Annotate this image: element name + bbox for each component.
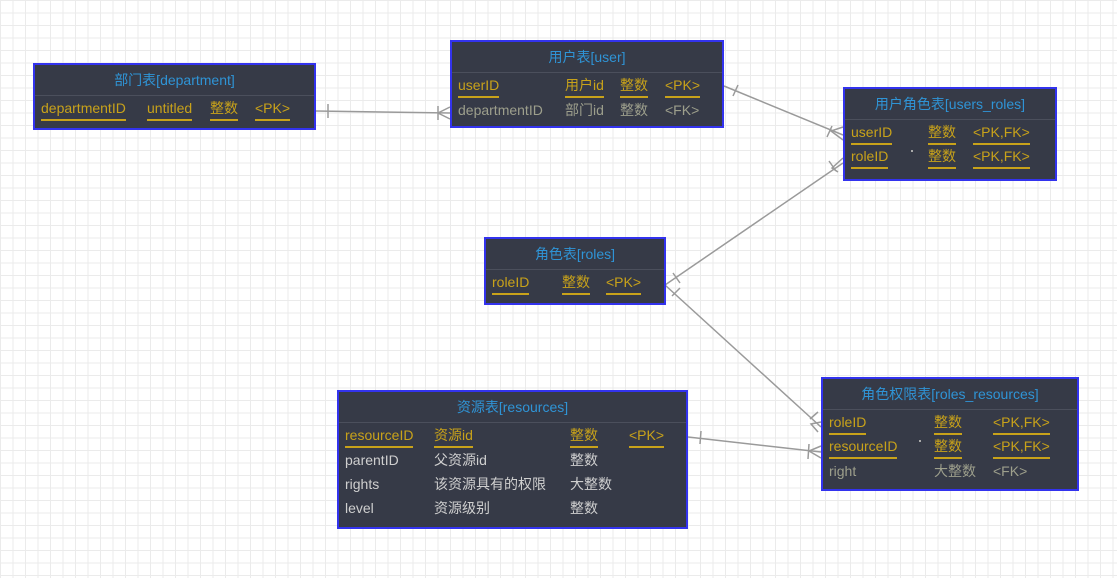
- field-name: userID: [851, 122, 893, 145]
- entity-title: 用户表[user]: [452, 42, 722, 73]
- entity-title: 部门表[department]: [35, 65, 314, 96]
- field-type: 整数: [620, 75, 648, 98]
- field-row[interactable]: level 资源级别 整数: [345, 497, 686, 521]
- field-type: 整数: [570, 452, 598, 468]
- entity-title: 用户角色表[users_roles]: [845, 89, 1055, 120]
- field-comment: 资源id: [434, 425, 473, 448]
- field-type: 整数: [620, 102, 648, 118]
- field-row[interactable]: userID 用户id 整数 <PK>: [458, 75, 722, 99]
- field-row[interactable]: roleID 整数 <PK>: [492, 272, 664, 296]
- field-row[interactable]: parentID 父资源id 整数: [345, 449, 686, 473]
- entity-title: 角色表[roles]: [486, 239, 664, 270]
- many-marker: [809, 411, 822, 433]
- field-comment: untitled: [147, 98, 193, 121]
- field-row[interactable]: rights 该资源具有的权限 大整数: [345, 473, 686, 497]
- entity-user[interactable]: 用户表[user] userID 用户id 整数 <PK> department…: [450, 40, 724, 128]
- field-key: <FK>: [665, 102, 700, 118]
- field-name: roleID: [492, 272, 530, 295]
- field-row[interactable]: roleID 整数 <PK,FK>: [829, 412, 1077, 436]
- field-comment: 资源级别: [434, 500, 490, 516]
- relationship-roles-roles-resources[interactable]: [664, 284, 822, 433]
- relationship-user-users-roles[interactable]: [723, 84, 844, 141]
- field-row[interactable]: right 大整数 <FK>: [829, 460, 1077, 484]
- one-marker: [699, 430, 702, 445]
- one-marker: [672, 272, 681, 284]
- entity-title: 角色权限表[roles_resources]: [823, 379, 1077, 410]
- field-row[interactable]: departmentID 部门id 整数 <FK>: [458, 99, 722, 123]
- stray-dot: [919, 440, 921, 442]
- field-comment: 该资源具有的权限: [434, 476, 546, 492]
- field-comment: 部门id: [565, 102, 604, 118]
- field-type: 整数: [934, 436, 962, 459]
- field-name: right: [829, 463, 857, 479]
- many-marker: [828, 157, 844, 173]
- field-comment: 用户id: [565, 75, 604, 98]
- field-name: roleID: [829, 412, 867, 435]
- field-type: 大整数: [570, 476, 612, 492]
- one-marker: [671, 287, 681, 297]
- one-marker: [732, 84, 739, 97]
- entity-resources[interactable]: 资源表[resources] resourceID 资源id 整数 <PK> p…: [337, 390, 688, 529]
- field-key: <PK>: [606, 272, 642, 295]
- field-type: 整数: [928, 146, 956, 169]
- entity-title: 资源表[resources]: [339, 392, 686, 423]
- field-name: resourceID: [345, 425, 414, 448]
- stray-dot: [911, 150, 913, 152]
- field-row[interactable]: roleID 整数 <PK,FK>: [851, 146, 1055, 170]
- field-key: <PK>: [629, 425, 665, 448]
- field-row[interactable]: departmentID untitled 整数 <PK>: [41, 98, 314, 122]
- field-key: <PK,FK>: [973, 122, 1030, 145]
- field-name: departmentID: [41, 98, 126, 121]
- field-row[interactable]: resourceID 整数 <PK,FK>: [829, 436, 1077, 460]
- field-name: rights: [345, 476, 380, 492]
- field-row[interactable]: resourceID 资源id 整数 <PK>: [345, 425, 686, 449]
- field-key: <PK>: [665, 75, 701, 98]
- many-marker: [826, 125, 844, 141]
- field-type: 整数: [934, 412, 962, 435]
- field-name: roleID: [851, 146, 889, 169]
- relationship-department-user[interactable]: [315, 104, 451, 120]
- field-name: resourceID: [829, 436, 898, 459]
- field-type: 整数: [210, 98, 238, 121]
- entity-roles-resources[interactable]: 角色权限表[roles_resources] roleID 整数 <PK,FK>…: [821, 377, 1079, 491]
- field-comment: 父资源id: [434, 452, 487, 468]
- field-name: departmentID: [458, 102, 543, 118]
- field-name: parentID: [345, 452, 399, 468]
- relationship-roles-users-roles[interactable]: [664, 157, 844, 286]
- relationship-resources-roles-resources[interactable]: [687, 430, 822, 460]
- field-row[interactable]: userID 整数 <PK,FK>: [851, 122, 1055, 146]
- entity-users-roles[interactable]: 用户角色表[users_roles] userID 整数 <PK,FK> rol…: [843, 87, 1057, 181]
- field-key: <PK,FK>: [973, 146, 1030, 169]
- field-type: 整数: [570, 425, 598, 448]
- entity-department[interactable]: 部门表[department] departmentID untitled 整数…: [33, 63, 316, 130]
- many-marker: [436, 106, 451, 120]
- field-name: level: [345, 500, 374, 516]
- field-type: 整数: [570, 500, 598, 516]
- many-marker: [807, 443, 822, 460]
- field-key: <FK>: [993, 463, 1028, 479]
- field-key: <PK>: [255, 98, 291, 121]
- entity-roles[interactable]: 角色表[roles] roleID 整数 <PK>: [484, 237, 666, 305]
- field-name: userID: [458, 75, 500, 98]
- field-type: 大整数: [934, 463, 976, 479]
- field-key: <PK,FK>: [993, 412, 1050, 435]
- field-key: <PK,FK>: [993, 436, 1050, 459]
- field-type: 整数: [928, 122, 956, 145]
- field-type: 整数: [562, 272, 590, 295]
